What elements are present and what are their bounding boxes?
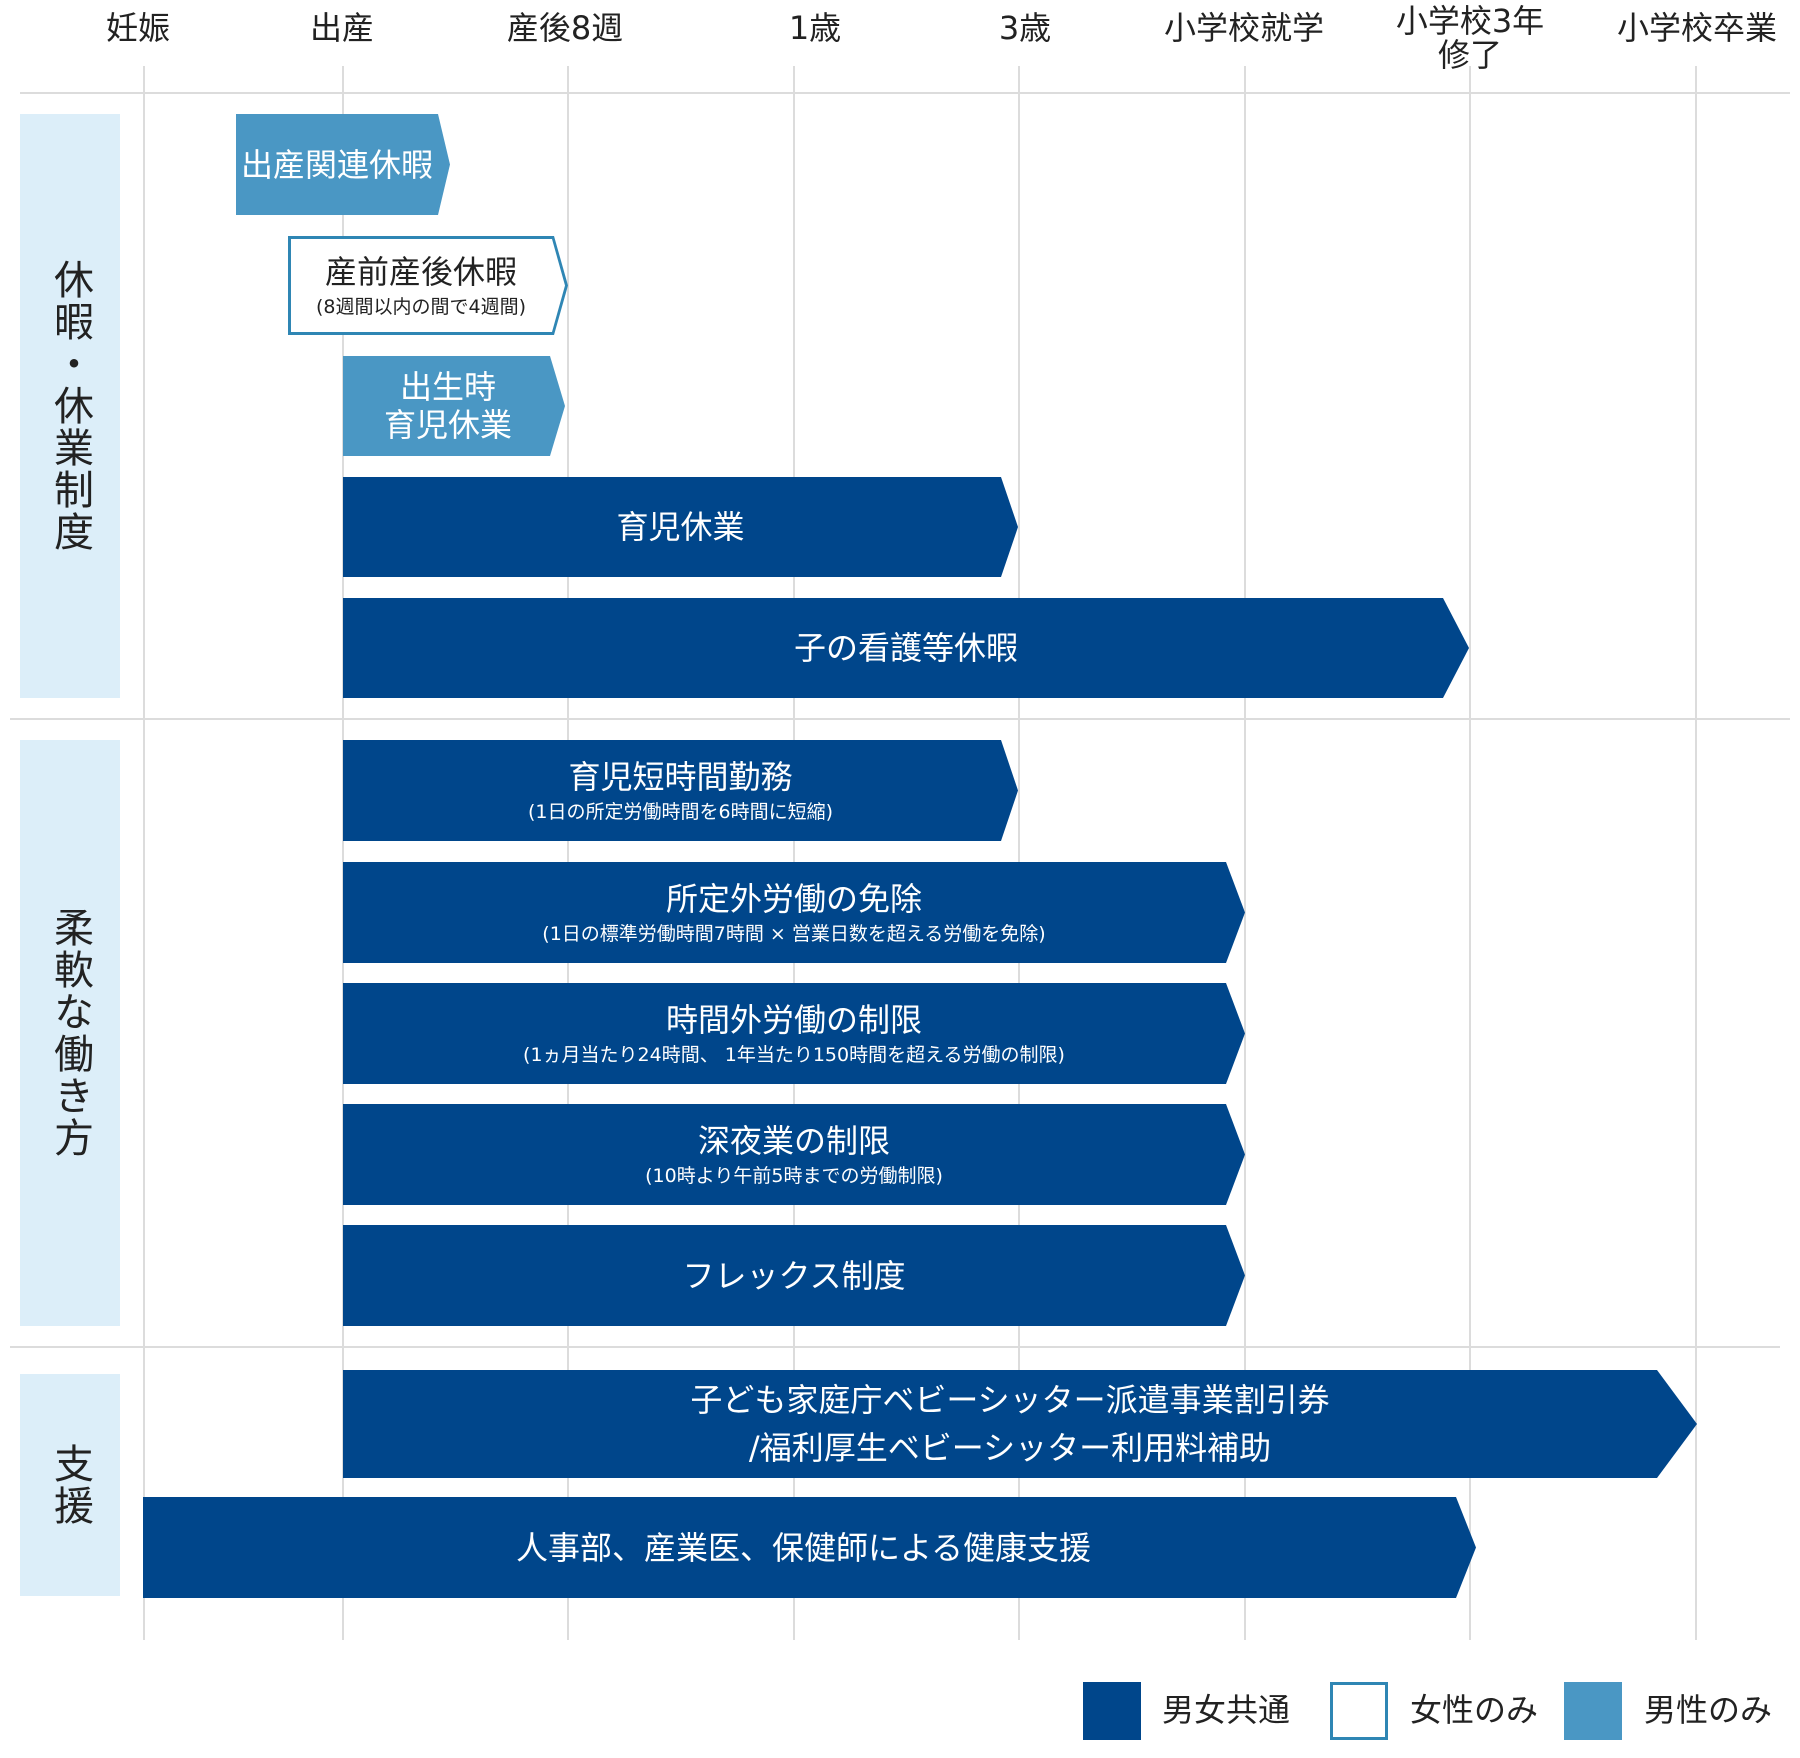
tick-label-3years: 3歳 bbox=[998, 9, 1052, 47]
gridline-grade3-end bbox=[1469, 66, 1471, 1640]
section-label-support: 支援 bbox=[47, 1443, 93, 1527]
bar-label: 産前産後休暇 bbox=[324, 252, 517, 291]
bar-short-hours: 育児短時間勤務 (1日の所定労働時間を6時間に短縮) bbox=[343, 740, 1018, 841]
gridline-pregnancy bbox=[143, 66, 145, 1640]
tick-label-pregnancy: 妊娠 bbox=[105, 9, 170, 47]
bar-overtime-limit: 時間外労働の制限 (1ヵ月当たり24時間、 1年当たり150時間を超える労働の制… bbox=[343, 983, 1245, 1084]
legend-label-men-only: 男性のみ bbox=[1644, 1691, 1773, 1729]
legend-label-shared: 男女共通 bbox=[1162, 1691, 1291, 1729]
tick-label-birth: 出産 bbox=[309, 9, 374, 47]
bar-label: 子の看護等休暇 bbox=[793, 629, 1018, 667]
tick-label-8weeks: 産後8週 bbox=[506, 9, 624, 47]
section-divider-1 bbox=[10, 718, 1790, 720]
section-label-flexible: 柔軟な働き方 bbox=[47, 907, 93, 1159]
legend-label-women-only: 女性のみ bbox=[1410, 1691, 1539, 1729]
bar-label: 人事部、産業医、保健師による健康支援 bbox=[515, 1528, 1092, 1567]
bar-label: 深夜業の制限 bbox=[697, 1121, 890, 1160]
tick-label-school-graduation: 小学校卒業 bbox=[1616, 9, 1777, 47]
bar-label: 育児短時間勤務 bbox=[568, 757, 793, 796]
header-divider bbox=[20, 92, 1790, 94]
bar-sublabel: (1ヵ月当たり24時間、 1年当たり150時間を超える労働の制限) bbox=[523, 1043, 1065, 1066]
legend-swatch-women-only bbox=[1330, 1682, 1388, 1740]
bar-sublabel: (10時より午前5時までの労働制限) bbox=[645, 1164, 943, 1187]
bar-inner-white: 産前産後休暇 (8週間以内の間で4週間) bbox=[291, 239, 565, 332]
bar-label: 所定外労働の免除 bbox=[665, 879, 922, 918]
section-divider-2 bbox=[10, 1346, 1780, 1348]
bar-label: 時間外労働の制限 bbox=[665, 1000, 922, 1039]
tick-label-school-entry: 小学校就学 bbox=[1163, 9, 1324, 47]
bar-label: 育児休業 bbox=[616, 508, 745, 546]
bar-sublabel: (8週間以内の間で4週間) bbox=[315, 295, 526, 318]
bar-overtime-exemption: 所定外労働の免除 (1日の標準労働時間7時間 × 営業日数を超える労働を免除) bbox=[343, 862, 1245, 963]
legend-swatch-men-only bbox=[1564, 1682, 1622, 1740]
bar-sublabel: (1日の標準労働時間7時間 × 営業日数を超える労働を免除) bbox=[542, 922, 1046, 945]
section-label-leave: 休暇・休業制度 bbox=[47, 259, 93, 553]
section-leave-system: 休暇・休業制度 bbox=[20, 114, 120, 698]
bar-flex-system: フレックス制度 bbox=[343, 1225, 1245, 1326]
gridline-3years bbox=[1018, 66, 1020, 1640]
tick-label-grade3-end: 小学校3年 修了 bbox=[1395, 2, 1545, 74]
legend-swatch-shared bbox=[1083, 1682, 1141, 1740]
bar-night-work-limit: 深夜業の制限 (10時より午前5時までの労働制限) bbox=[343, 1104, 1245, 1205]
bar-childcare-leave: 育児休業 bbox=[343, 477, 1018, 577]
bar-label: 出産関連休暇 bbox=[240, 145, 433, 184]
bar-birth-related-leave: 出産関連休暇 bbox=[236, 114, 450, 215]
gridline-school-graduation bbox=[1695, 66, 1697, 1640]
gridline-birth bbox=[342, 66, 344, 1640]
bar-label: 子ども家庭庁ベビーシッター派遣事業割引券 /福利厚生ベビーシッター利用料補助 bbox=[690, 1381, 1330, 1467]
tick-label-1year: 1歳 bbox=[788, 9, 842, 47]
bar-sick-child-leave: 子の看護等休暇 bbox=[343, 598, 1469, 698]
bar-label: フレックス制度 bbox=[682, 1256, 906, 1295]
bar-maternity-leave: 産前産後休暇 (8週間以内の間で4週間) bbox=[288, 236, 568, 335]
bar-babysitter-support: 子ども家庭庁ベビーシッター派遣事業割引券 /福利厚生ベビーシッター利用料補助 bbox=[343, 1370, 1697, 1478]
section-support: 支援 bbox=[20, 1374, 120, 1596]
bar-health-support: 人事部、産業医、保健師による健康支援 bbox=[143, 1497, 1476, 1598]
gridline-school-entry bbox=[1244, 66, 1246, 1640]
bar-label: 出生時 育児休業 bbox=[383, 368, 512, 444]
gridline-1year bbox=[793, 66, 795, 1640]
bar-paternity-leave: 出生時 育児休業 bbox=[343, 356, 565, 456]
gridline-8weeks bbox=[567, 66, 569, 1640]
section-flexible-work: 柔軟な働き方 bbox=[20, 740, 120, 1326]
bar-sublabel: (1日の所定労働時間を6時間に短縮) bbox=[527, 800, 833, 823]
